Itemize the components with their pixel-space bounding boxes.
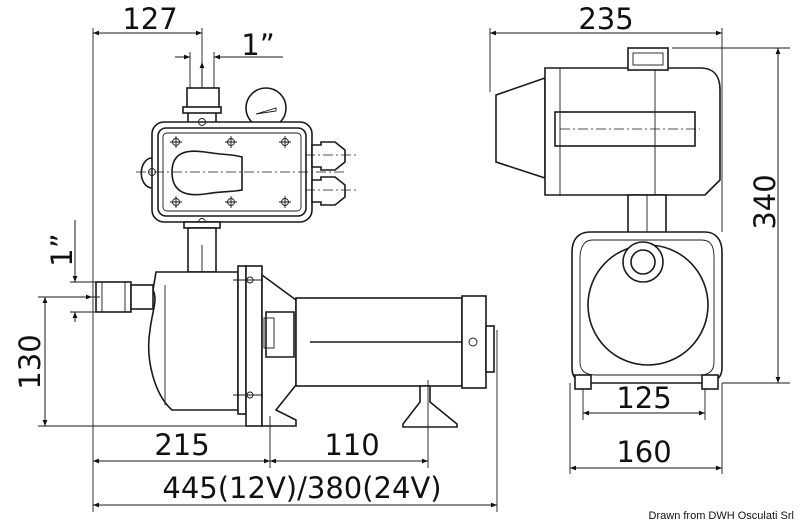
dim-feet-spacing: 125 <box>616 381 671 415</box>
side-view: 127 1” <box>13 2 498 512</box>
end-view: 235 340 125 160 <box>489 2 790 474</box>
dim-body-length: 215 <box>154 428 209 462</box>
pressure-switch-box <box>136 118 357 226</box>
dim-base-width: 160 <box>616 435 671 469</box>
dim-top-width: 127 <box>122 2 177 36</box>
dim-inlet-height: 130 <box>13 334 47 389</box>
dim-total-length: 445(12V)/380(24V) <box>162 471 441 505</box>
dim-foot-distance: 110 <box>324 428 379 462</box>
pump-body <box>95 265 495 468</box>
dim-outlet-thread: 1” <box>241 28 274 62</box>
credit-text: Drawn from DWH Osculati Srl <box>648 510 794 522</box>
dim-height: 340 <box>748 174 782 229</box>
dim-inlet-thread: 1” <box>45 233 79 266</box>
dim-width: 235 <box>578 2 633 36</box>
